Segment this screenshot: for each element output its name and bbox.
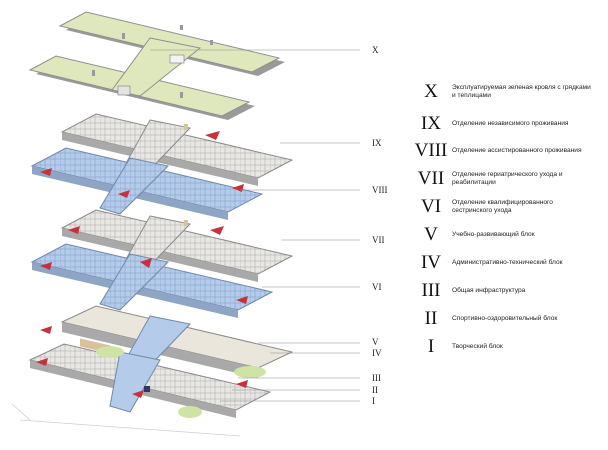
level-v-i-podium: [11, 305, 294, 437]
legend-text: Отделение ассистированного проживания: [452, 146, 582, 154]
level-ix-viii: [30, 113, 294, 220]
level-x-roof: [28, 11, 285, 120]
callout-vi: VI: [372, 282, 382, 292]
legend-item-viii: VIII Отделение ассистированного проживан…: [410, 141, 592, 160]
legend-numeral: VIII: [414, 140, 448, 161]
legend-numeral: I: [427, 336, 435, 357]
legend-text: Отделение квалифицированного сестринског…: [452, 198, 553, 214]
leader-lines: [150, 49, 360, 402]
callout-v: V: [372, 337, 379, 347]
legend-item-ii: II Спортивно-оздоровительный блок: [410, 309, 592, 328]
callout-vii: VII: [372, 235, 385, 245]
legend-item-v: V Учебно-развивающий блок: [410, 225, 592, 244]
callout-iv: IV: [372, 348, 382, 358]
legend-text: Учебно-развивающий блок: [452, 230, 535, 238]
legend-item-i: I Творческий блок: [410, 337, 592, 356]
legend-text: Спортивно-оздоровительный блок: [452, 314, 558, 322]
legend-text: Эксплуатируемая зеленая кровля с грядкам…: [452, 83, 591, 99]
legend-text: Творческий блок: [452, 342, 503, 350]
legend-item-x: X Эксплуатируемая зеленая кровля с грядк…: [410, 82, 592, 101]
callout-ii: II: [372, 385, 378, 395]
legend-numeral: IV: [420, 252, 442, 273]
legend-numeral: IX: [420, 113, 442, 134]
legend-numeral: VII: [417, 168, 445, 189]
callout-i: I: [372, 396, 375, 406]
legend-numeral: VI: [420, 196, 442, 217]
legend-numeral: V: [424, 224, 438, 245]
legend-text: Отделение гериатрического ухода и реабил…: [452, 170, 563, 186]
level-vii-vi: [30, 209, 294, 318]
legend-numeral: III: [421, 280, 441, 301]
legend-item-iii: III Общая инфраструктура: [410, 281, 592, 300]
legend-item-ix: IX Отделение независимого проживания: [410, 114, 592, 133]
legend-numeral: X: [424, 81, 438, 102]
callout-ix: IX: [372, 138, 382, 148]
legend-item-iv: IV Административно-технический блок: [410, 253, 592, 272]
legend-item-vii: VII Отделение гериатрического ухода и ре…: [410, 169, 592, 188]
callout-iii: III: [372, 373, 381, 383]
callout-viii: VIII: [372, 185, 388, 195]
callout-x: X: [372, 45, 379, 55]
legend-numeral: II: [424, 308, 438, 329]
legend-text: Общая инфраструктура: [452, 286, 526, 294]
legend-item-vi: VI Отделение квалифицированного сестринс…: [410, 197, 592, 216]
legend-text: Отделение независимого проживания: [452, 119, 569, 127]
legend-text: Административно-технический блок: [452, 258, 563, 266]
